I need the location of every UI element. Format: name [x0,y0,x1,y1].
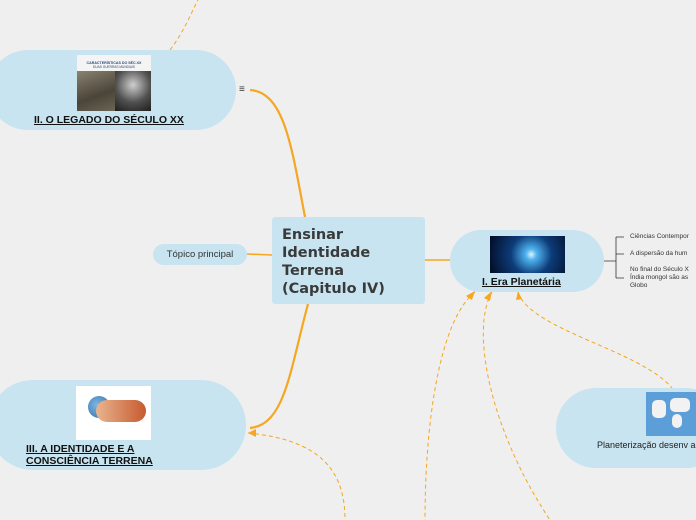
link-dashed-era-2 [482,291,551,520]
topic-planet[interactable]: Planeterização desenv a: [556,388,696,468]
arrow-planet [516,291,522,300]
arrow-era-1 [466,291,475,300]
link-dashed-planet [517,291,673,389]
legado-image-title: CARACTERÍSTICAS DO SÉC.XX [86,61,142,65]
link-dashed-era-1 [424,291,476,520]
generic-label: Tópico principal [166,249,234,260]
central-title: Ensinar Identidade Terrena (Capitulo IV) [282,227,385,297]
continent-1 [652,400,666,418]
link-central-identidade [249,303,310,430]
continent-3 [672,414,682,428]
legado-image-subtitle: DUAS GUERRAS MUNDIAIS [93,65,135,69]
topic-era[interactable]: I. Era Planetária [450,230,604,292]
link-central-legado [249,88,307,218]
link-top-dashed [169,0,199,51]
link-dashed-identidade [247,432,346,520]
era-label: I. Era Planetária [482,276,561,288]
topic-identidade[interactable]: III. A IDENTIDADE E A CONSCIÊNCIA TERREN… [0,380,246,470]
war-photo-left [77,71,115,111]
legado-label: II. O LEGADO DO SÉCULO XX [34,114,184,126]
war-photo-right [115,71,151,111]
arrow-era-2 [484,291,492,301]
central-topic[interactable]: Ensinar Identidade Terrena (Capitulo IV) [272,217,425,304]
era-galaxy-image [490,236,565,273]
planet-label: Planeterização desenv a: [597,440,696,450]
hand-shape [96,400,146,422]
legado-image: CARACTERÍSTICAS DO SÉC.XX DUAS GUERRAS M… [77,55,151,111]
identidade-hands-image [76,386,151,440]
link-central-generic [246,253,273,256]
era-leaf-2[interactable]: A dispersão da hum [630,250,688,257]
era-leaf-1[interactable]: Ciências Contempor [630,233,689,240]
era-leaves-bracket [604,236,624,279]
notes-icon[interactable]: ≡ [239,84,245,95]
arrow-identidade [248,429,256,437]
world-map-image [646,392,696,436]
topic-generic[interactable]: Tópico principal [153,244,247,265]
era-leaf-3[interactable]: No final do Século X Índia mongol são as… [630,266,689,289]
identidade-label: III. A IDENTIDADE E A CONSCIÊNCIA TERREN… [26,443,153,467]
continent-2 [670,398,690,412]
topic-legado[interactable]: CARACTERÍSTICAS DO SÉC.XX DUAS GUERRAS M… [0,50,236,130]
